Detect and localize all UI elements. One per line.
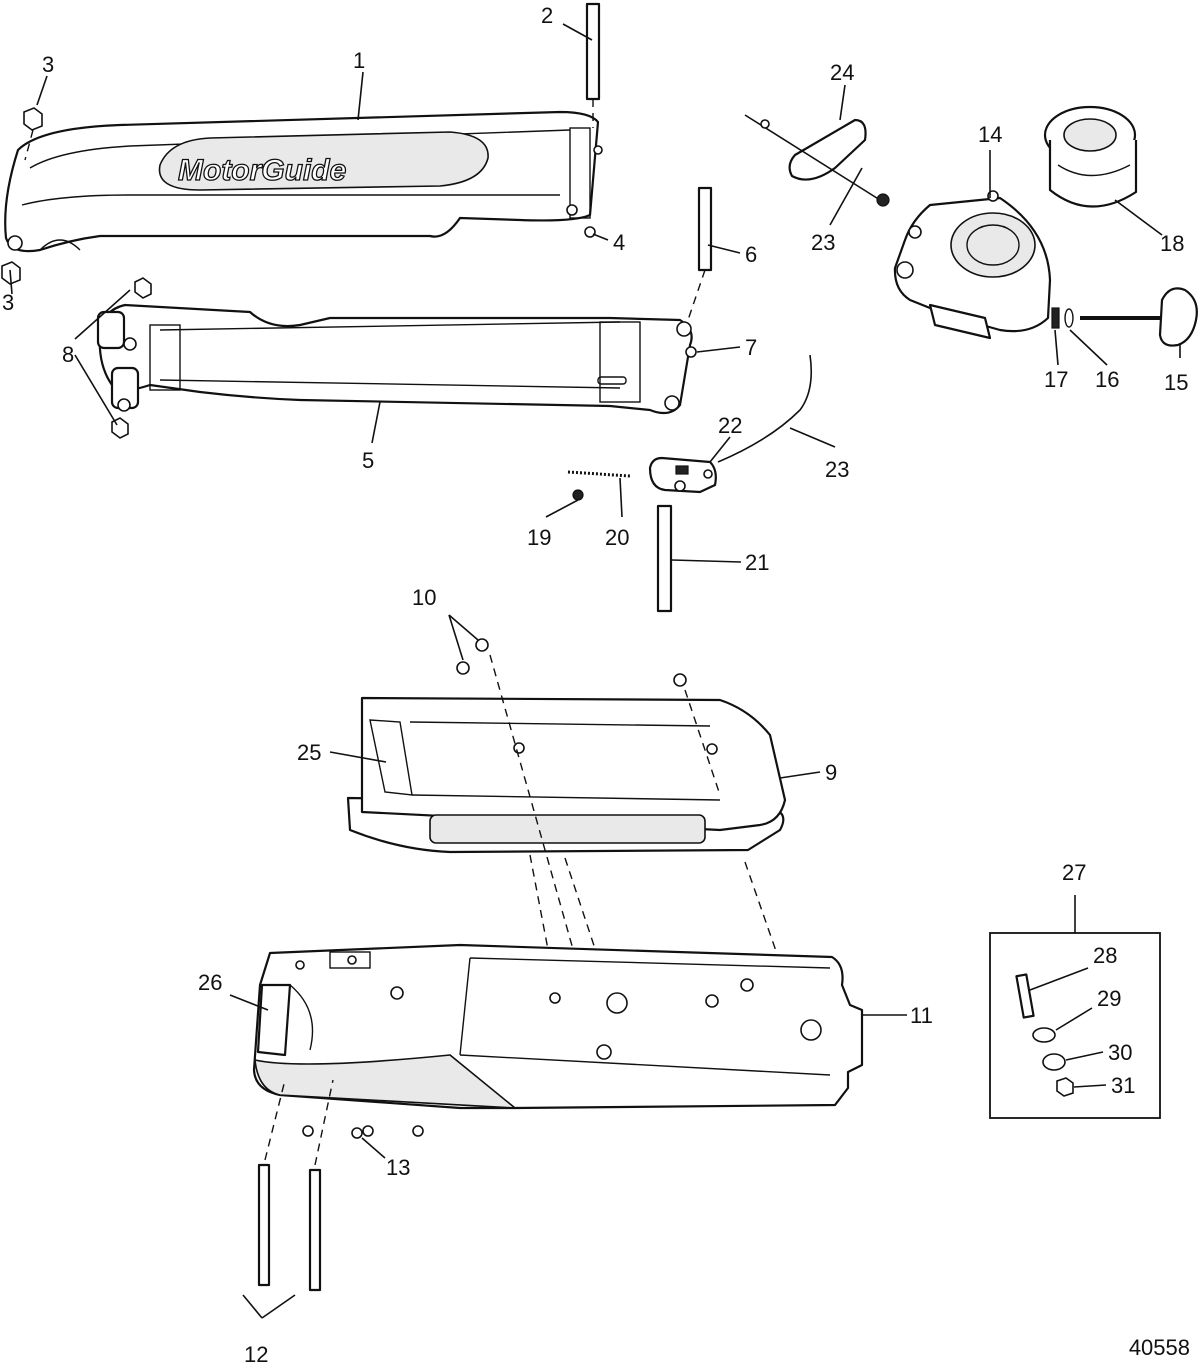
callout-16: 16 [1095,367,1119,392]
callout-2: 2 [541,3,553,28]
callout-30: 30 [1108,1040,1132,1065]
callout-17: 17 [1044,367,1068,392]
callout-6: 6 [745,242,757,267]
pin-part-2 [585,2,601,128]
screw-part-4 [584,226,596,238]
cable-part-23 [717,354,813,463]
callout-26: 26 [198,970,222,995]
figure-id-label: 40558 [1128,1335,1190,1360]
callout-13: 13 [386,1155,410,1180]
callout-5: 5 [362,448,374,473]
callout-3-bottom: 3 [2,290,14,315]
collar-part-18 [1043,105,1138,208]
callout-25: 25 [297,740,321,765]
callout-20: 20 [605,525,629,550]
callout-3-top: 3 [42,52,54,77]
callout-18: 18 [1160,231,1184,256]
callout-4: 4 [613,230,625,255]
callout-31: 31 [1111,1073,1135,1098]
washer-part-17 [1051,307,1060,329]
callout-15: 15 [1164,370,1188,395]
callout-8: 8 [62,342,74,367]
callout-1: 1 [353,48,365,73]
shaft-part-21 [656,504,673,613]
knob-part-15 [1080,287,1198,347]
screw-part-13 [302,1125,424,1139]
leader-lines [9,23,1181,1319]
callout-labels: 1 2 3 3 4 5 6 7 8 9 10 11 12 13 14 15 16… [2,3,1188,1367]
guide-line [564,857,613,1001]
callout-28: 28 [1093,943,1117,968]
brand-logo: MotorGuide [178,154,346,187]
callout-10: 10 [412,585,436,610]
upper-arm-part-1: MotorGuide [4,110,603,253]
pin-part-6 [687,186,713,321]
screw-part-10 [456,638,687,687]
spring-part-16 [1064,308,1074,328]
callout-12: 12 [244,1342,268,1367]
cover-part-9 [346,696,787,854]
callout-23-top: 23 [811,230,835,255]
plate-part-22 [648,456,717,494]
callout-27: 27 [1062,860,1086,885]
callout-23-right: 23 [825,457,849,482]
callout-24: 24 [830,60,854,85]
clamp-housing-part-14 [893,190,1052,340]
screw-part-7 [685,346,697,358]
guide-line [684,689,721,796]
hardware-kit-part-27 [989,895,1161,1119]
callout-19: 19 [527,525,551,550]
guide-line [529,854,551,961]
screw-part-19 [572,489,584,501]
handle-lever-part-24 [744,114,890,207]
callout-29: 29 [1097,986,1121,1011]
callout-11: 11 [910,1003,933,1028]
pins-part-12 [257,1079,334,1292]
callout-7: 7 [745,335,757,360]
spring-part-20 [567,470,631,478]
callout-21: 21 [745,550,769,575]
nut-part-3-top [23,107,43,161]
callout-9: 9 [825,760,837,785]
lower-arm-part-5 [96,277,693,439]
callout-22: 22 [718,413,742,438]
callout-14: 14 [978,122,1002,147]
base-part-11 [252,943,864,1110]
